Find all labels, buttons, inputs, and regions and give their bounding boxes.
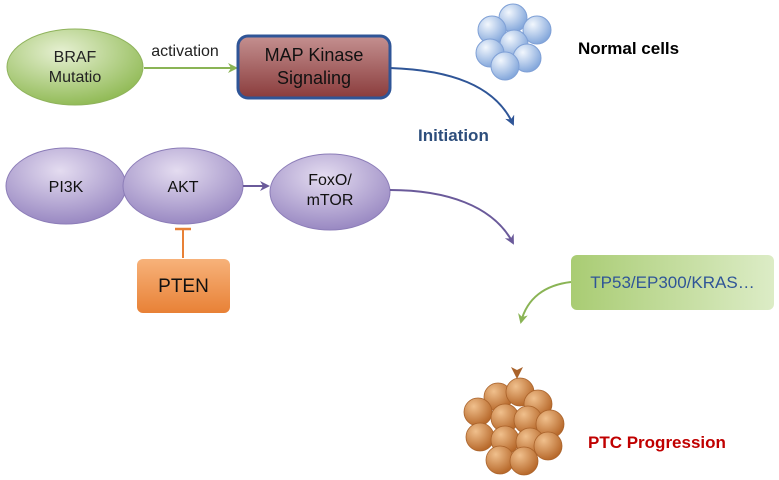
initiation-arrow [389, 67, 515, 126]
foxo-label: FoxO/ mTOR [280, 171, 380, 211]
tp53-box [571, 255, 774, 310]
map-kinase-label-line2: Signaling [276, 67, 352, 88]
braf-label-line2: Mutatio [48, 69, 102, 86]
initiation-label: Initiation [418, 126, 489, 145]
foxo-progression-arrow [389, 189, 514, 245]
braf-label: BRAF Mutatio [15, 48, 135, 88]
map-kinase-label-line1: MAP Kinase [264, 45, 364, 65]
activation-label: activation [151, 43, 219, 60]
foxo-label-line1: FoxO/ [308, 172, 352, 189]
foxo-oval [269, 153, 391, 231]
map-kinase-label: MAP Kinase Signaling [238, 44, 390, 89]
tp53-label: TP53/EP300/KRAS… [590, 273, 755, 292]
pten-box [137, 259, 230, 313]
pten-label: PTEN [158, 276, 209, 297]
ptc-progression-label: PTC Progression [588, 433, 726, 452]
tp53-arrow [518, 281, 572, 324]
pi3k-label: PI3K [48, 179, 84, 196]
braf-label-line1: BRAF [53, 49, 97, 66]
akt-label: AKT [167, 179, 199, 196]
normal-cells-label: Normal cells [578, 39, 680, 58]
map-kinase-box [236, 34, 392, 100]
normal-cells-cluster [475, 3, 552, 81]
tumor-cells-cluster [463, 377, 565, 476]
braf-oval [6, 28, 144, 106]
foxo-label-line2: mTOR [306, 192, 354, 209]
